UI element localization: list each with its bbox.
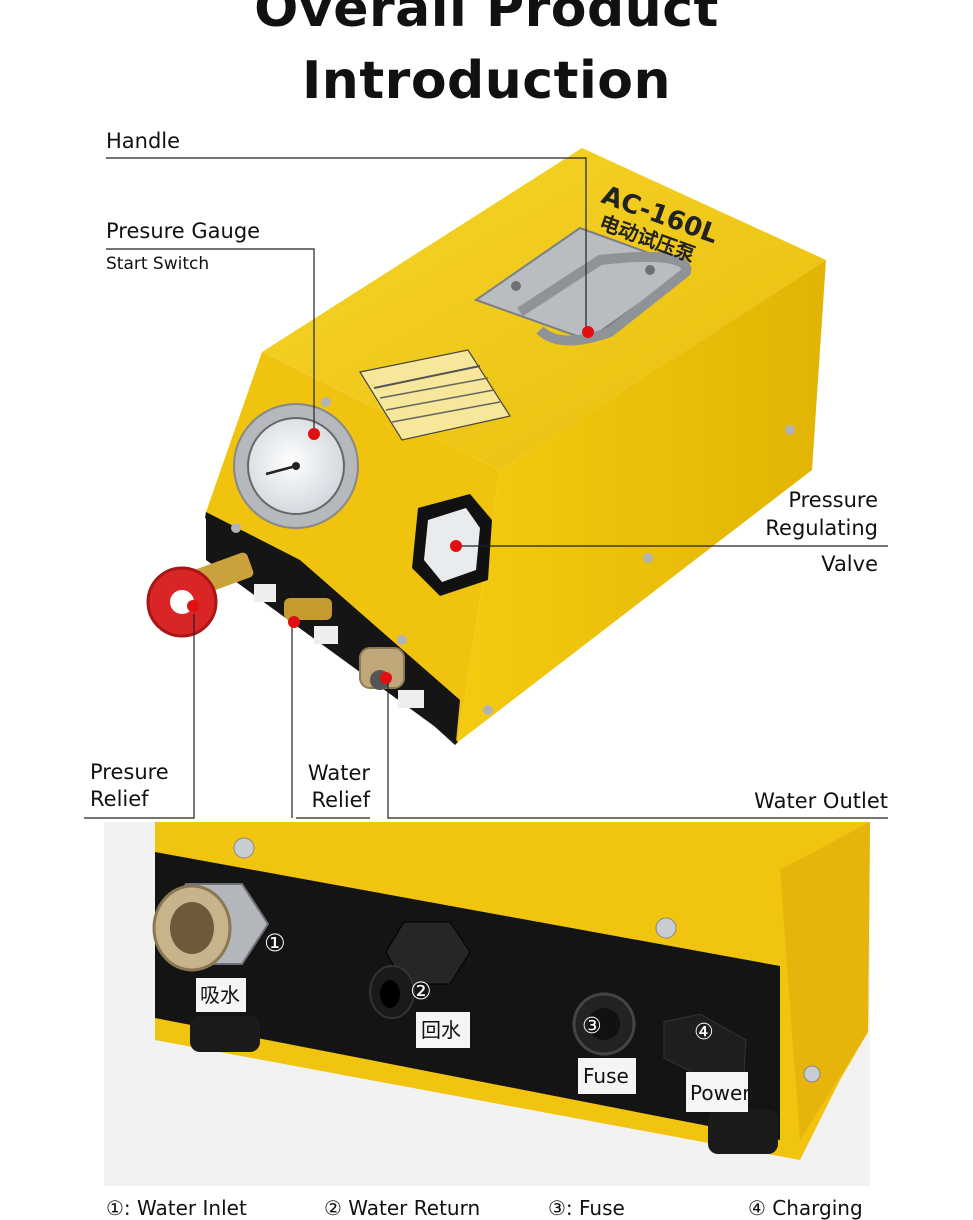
marker-num-2: ② xyxy=(410,977,432,1005)
label-regulating: Regulating xyxy=(765,516,878,540)
page-title-line1: Overall Product xyxy=(254,0,719,39)
marker-switch xyxy=(450,540,462,552)
label-start-switch: Start Switch xyxy=(106,254,210,274)
caption-water-inlet: ①: Water Inlet xyxy=(106,1196,247,1220)
leader-water-outlet xyxy=(387,678,888,819)
water-relief-fitting xyxy=(284,598,332,620)
label-relief-mid: Relief xyxy=(311,788,370,812)
marker-outlet xyxy=(380,672,392,684)
marker-num-1: ① xyxy=(264,929,286,957)
marker-handle xyxy=(582,326,594,338)
label-gauge: Presure Gauge xyxy=(106,219,261,243)
leader-gauge xyxy=(106,248,315,434)
handle-bar xyxy=(517,251,692,346)
label-handle: Handle xyxy=(106,129,181,153)
closeup-casing xyxy=(155,822,870,1160)
marker-num-4: ④ xyxy=(694,1020,714,1045)
marker-num-3: ③ xyxy=(582,1014,602,1039)
inlet-pipe xyxy=(152,884,232,972)
product-top-illustration: AC-160L 电动试压泵 xyxy=(84,148,888,819)
tag-text-2: 回水 xyxy=(421,1018,461,1042)
tag-text-4: Power xyxy=(690,1081,751,1105)
leader-presure-relief xyxy=(84,614,195,819)
leader-handle xyxy=(106,157,587,330)
caption-water-return: ② Water Return xyxy=(324,1196,481,1220)
page-title-line2: Introduction xyxy=(301,51,672,111)
closeup-black-panel xyxy=(155,852,780,1140)
marker-water-relief xyxy=(288,616,300,628)
label-water: Water xyxy=(307,761,370,785)
inlet-nut xyxy=(158,883,270,965)
label-pressure: Pressure xyxy=(788,488,878,512)
label-valve: Valve xyxy=(821,552,878,576)
return-pipe xyxy=(369,965,415,1019)
label-relief-left: Relief xyxy=(90,787,149,811)
tag-text-1: 吸水 xyxy=(200,983,240,1007)
warning-sticker xyxy=(359,349,511,441)
tag-text-3: Fuse xyxy=(583,1064,629,1088)
pump-side-face xyxy=(458,260,826,742)
marker-gauge xyxy=(308,428,320,440)
return-nut xyxy=(385,921,471,985)
label-water-outlet: Water Outlet xyxy=(754,789,888,813)
caption-charging: ④ Charging xyxy=(748,1196,863,1220)
caption-fuse: ③: Fuse xyxy=(548,1196,625,1220)
label-presure: Presure xyxy=(90,760,169,784)
marker-relief xyxy=(187,600,199,612)
